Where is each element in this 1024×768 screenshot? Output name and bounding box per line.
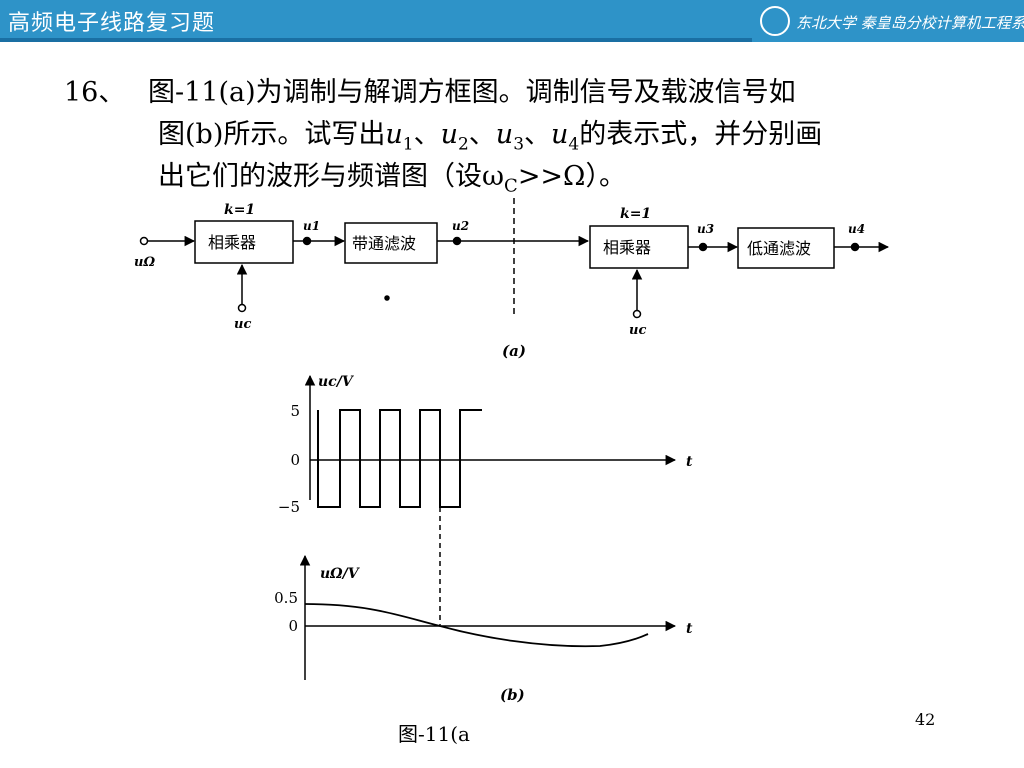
label-u1: u1 [303,219,320,233]
label-uc-2: uc [629,323,646,338]
block-label-mult-1: 相乘器 [208,233,256,252]
block-label-mult-2: 相乘器 [603,238,651,257]
tick-uc-neg5: −5 [278,498,300,516]
question-line-1: 图-11(a)为调制与解调方框图。调制信号及载波信号如 [148,77,796,108]
tick-uc-0: 0 [290,451,300,469]
figure-caption: 图-11(a [398,722,470,746]
t-label-2: t [686,621,693,637]
university-logo: 东北大学 秦皇岛分校计算机工程系 [752,0,1024,42]
carrier-square-wave [317,409,482,508]
multiplier-block-1 [194,220,294,264]
t-label-1: t [686,454,693,470]
question-line-3: 出它们的波形与频谱图（设ωC>>Ω）。 [158,161,626,197]
label-u-omega-in: uΩ [134,255,155,270]
k-label-1: k=1 [224,202,255,218]
modulating-cosine-wave [304,603,649,648]
tick-uc-5: 5 [290,402,300,420]
lowpass-filter-block [737,227,835,269]
label-uc-1: uc [234,317,251,332]
label-a: (a) [502,342,526,360]
block-label-bpf: 带通滤波 [352,234,416,253]
label-b: (b) [500,686,525,704]
axis-label-uc: uc/V [318,374,355,390]
axis-label-u-omega: uΩ/V [320,566,361,582]
label-u2: u2 [452,219,469,233]
university-seal-icon [760,6,790,36]
label-u3: u3 [697,222,714,236]
title-bar: 高频电子线路复习题 [0,0,752,42]
k-label-2: k=1 [620,206,651,222]
question-number: 16、 [64,77,126,108]
tick-uomega-05: 0.5 [274,589,298,607]
question-line-2: 图(b)所示。试写出u1、u2、u3、u4的表示式，并分别画 [158,119,823,155]
block-label-lpf: 低通滤波 [747,239,811,258]
slide-title: 高频电子线路复习题 [8,11,216,36]
tick-uomega-0: 0 [288,617,298,635]
header-bar: 高频电子线路复习题 东北大学 秦皇岛分校计算机工程系 [0,0,1024,44]
label-u4: u4 [848,222,865,236]
bandpass-filter-block [344,222,438,264]
logo-text: 东北大学 秦皇岛分校计算机工程系 [796,14,1024,32]
page-number: 42 [915,710,936,729]
